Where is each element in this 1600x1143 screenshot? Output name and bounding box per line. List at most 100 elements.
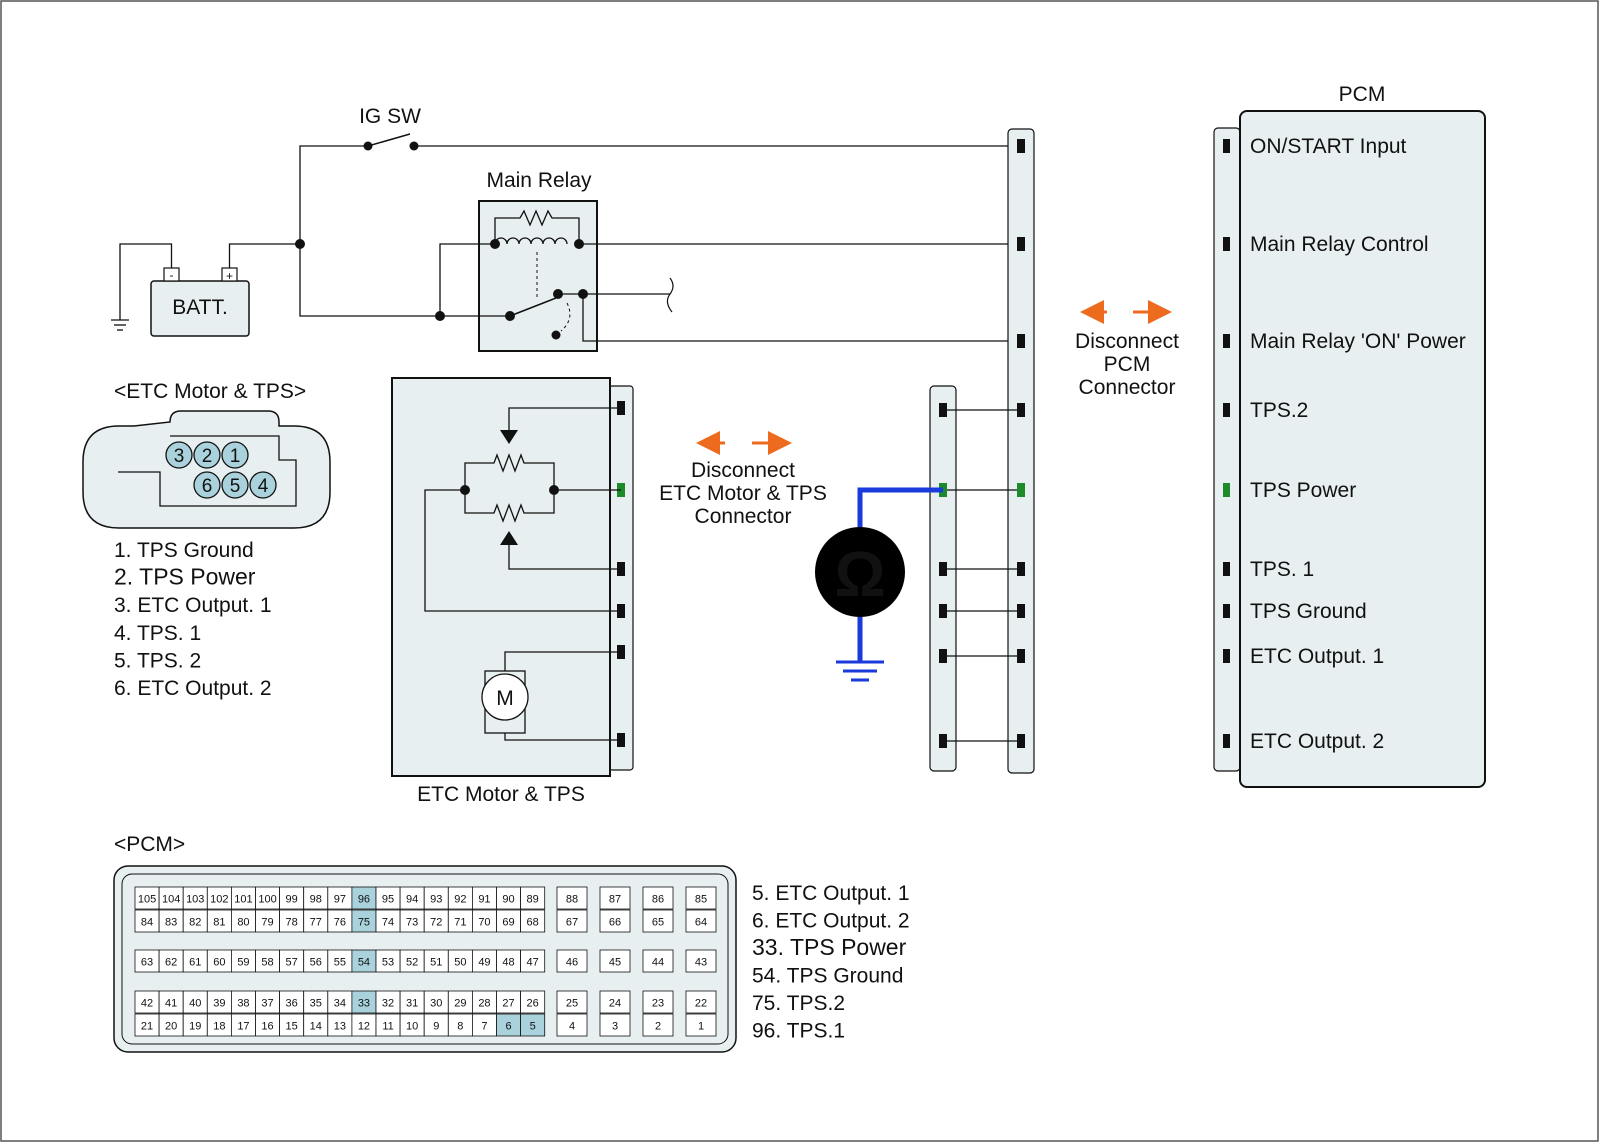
pcm-face-pin-number: 78 [286,917,298,929]
mid-harness-pin [939,604,947,618]
pcm-face-cell [685,909,717,933]
pcm-face-pin-number: 36 [286,998,298,1010]
pcm-pin-marker [1223,483,1230,497]
pcm-pin-label: TPS.2 [1250,399,1308,422]
pcm-face-pin-number: 102 [210,894,228,906]
pcm-face-pin-number: 52 [406,957,418,969]
pcm-face-pin-number: 38 [237,998,249,1010]
pcm-pin-label: Main Relay 'ON' Power [1250,330,1466,353]
pcm-face-cell [520,990,546,1014]
pcm-harness-pin [1017,604,1025,618]
pcm-face-pin-number: 89 [527,894,539,906]
pcm-face-pin-number: 50 [454,957,466,969]
pcm-face-cell [642,949,674,973]
pcm-face-pin-number: 17 [237,1021,249,1033]
etc-face-pin [165,441,193,469]
disconnect-etc-line2: ETC Motor & TPS [659,482,827,505]
pcm-face-pin-number: 90 [502,894,514,906]
etc-legend-item: 4. TPS. 1 [114,622,201,645]
pcm-face-pin-number: 30 [430,998,442,1010]
pcm-face-cell [599,949,631,973]
pcm-face-pin-number: 103 [186,894,204,906]
pcm-face-pin-number: 12 [358,1021,370,1033]
etc-face-pin-number: 3 [174,446,185,467]
pcm-pin-marker [1223,139,1230,153]
pcm-face-pin-number: 27 [502,998,514,1010]
pcm-face-pin-number: 10 [406,1021,418,1033]
ig-sw-label: IG SW [359,105,421,128]
pcm-face-pin-number: 32 [382,998,394,1010]
pcm-face-pin-number: 22 [695,998,707,1010]
disconnect-etc-line1: Disconnect [691,459,795,482]
pcm-face-pin-number: 70 [478,917,490,929]
etc-block-connector [608,385,634,771]
pcm-harness-connector [1007,128,1035,774]
pcm-harness-pin [1017,734,1025,748]
pcm-face-pin-number: 61 [189,957,201,969]
pcm-face-pin-number: 48 [502,957,514,969]
pcm-face-pin-number: 16 [261,1021,273,1033]
pcm-pin-marker [1223,403,1230,417]
ohmmeter-icon [815,527,905,617]
disconnect-pcm-line3: Connector [1079,376,1176,399]
pcm-face-cell [685,1013,717,1037]
pcm-face-pin-number: 43 [695,957,707,969]
pcm-harness-pins [1017,139,1025,748]
pcm-pin-label: TPS Power [1250,479,1356,502]
pcm-face-cell [685,949,717,973]
pcm-face-cell [642,909,674,933]
pcm-pin-marker [1223,649,1230,663]
pcm-face-pin-number: 96 [358,894,370,906]
pcm-face-pin-number: 82 [189,917,201,929]
pcm-face-pin-number: 14 [310,1021,322,1033]
pcm-face-pin-number: 19 [189,1021,201,1033]
pcm-face-pin-number: 46 [566,957,578,969]
mid-harness-pin [939,562,947,576]
ig-sw-wire [299,145,368,244]
pcm-face-pin-number: 74 [382,917,394,929]
pcm-face-pin-number: 39 [213,998,225,1010]
pcm-face-pin-number: 60 [213,957,225,969]
pcm-face-pin-number: 87 [609,894,621,906]
pcm-face-cell [520,1013,546,1037]
pcm-face-pin-number: 92 [454,894,466,906]
pcm-face-pin-number: 20 [165,1021,177,1033]
mid-harness-connector [929,385,957,772]
wire-break-icon [666,277,674,313]
pcm-harness-pin [1017,237,1025,251]
pcm-face-pin-number: 5 [530,1021,536,1033]
pcm-pin-label: ETC Output. 2 [1250,730,1384,753]
pcm-face-pin-number: 4 [569,1021,575,1033]
pcm-face-pin-number: 100 [258,894,276,906]
pcm-pin-marker [1223,334,1230,348]
pcm-face-pin-number: 104 [162,894,180,906]
etc-legend-item: 2. TPS Power [114,564,256,590]
pcm-face-pin-number: 98 [310,894,322,906]
pcm-harness-pin [1017,483,1025,497]
pcm-face-cell [520,886,546,910]
pcm-pin-label: ETC Output. 1 [1250,645,1384,668]
pcm-face-pin-number: 47 [527,957,539,969]
pcm-face-pin-number: 6 [505,1021,511,1033]
pcm-harness-pin [1017,334,1025,348]
pcm-face-pin-number: 34 [334,998,346,1010]
mid-harness-pin [939,403,947,417]
pcm-face-pin-number: 88 [566,894,578,906]
pcm-harness-pin [1017,403,1025,417]
pcm-face-pin-number: 8 [457,1021,463,1033]
motor-label: M [496,687,514,710]
pcm-connector-legend: 5. ETC Output. 16. ETC Output. 233. TPS … [752,882,910,1043]
pcm-face-pin-number: 55 [334,957,346,969]
pcm-face-pin-number: 85 [695,894,707,906]
pcm-face-pin-number: 80 [237,917,249,929]
pcm-face-pin-number: 11 [382,1021,393,1033]
etc-face-pin-number: 1 [230,446,241,467]
pcm-face-pin-number: 37 [261,998,273,1010]
etc-face-pin [193,471,221,499]
pcm-face-pin-number: 91 [478,894,490,906]
pcm-face-pin-number: 42 [141,998,153,1010]
motor-icon: M [481,651,621,741]
etc-block-caption: ETC Motor & TPS [417,783,585,806]
